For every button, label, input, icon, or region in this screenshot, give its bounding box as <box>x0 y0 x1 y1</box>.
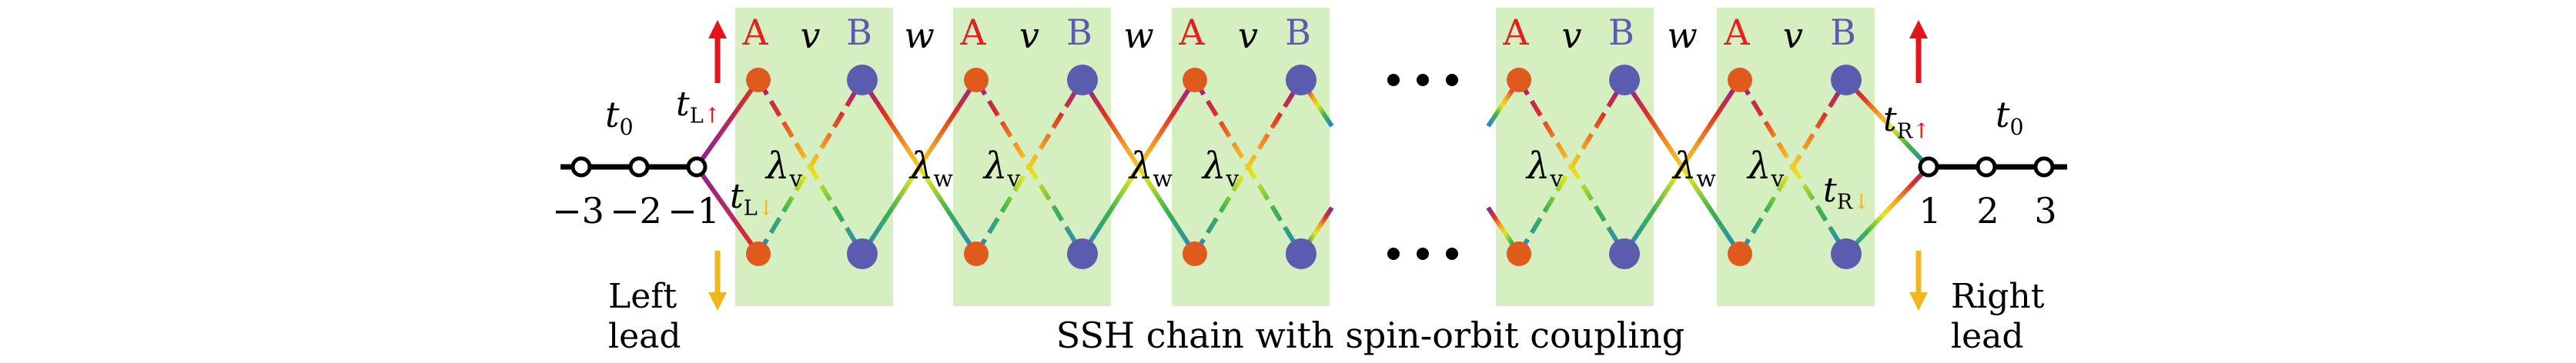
sites <box>570 65 2055 269</box>
left-lead-site <box>686 156 708 178</box>
site-b-up <box>1286 65 1316 95</box>
site-b-up <box>1067 65 1098 95</box>
site-a-down <box>746 241 771 266</box>
label-v: v <box>1562 15 1582 56</box>
svg-text:tL↑: tL↑ <box>676 85 721 128</box>
site-a-down <box>964 241 989 266</box>
right-lead-label-line1: Right <box>1951 277 2045 316</box>
ellipsis-dot-bottom <box>1417 248 1429 260</box>
site-b-down <box>847 238 878 269</box>
lambda-w-bond <box>1622 78 1742 255</box>
site-a-up <box>1728 68 1752 92</box>
right-lead-site <box>1918 156 1939 178</box>
right-lead-site-label: 1 <box>1919 190 1941 231</box>
right-coupling-up <box>1844 78 1931 169</box>
spin-down-arrow <box>708 251 727 311</box>
svg-text:λv: λv <box>1201 145 1239 193</box>
label-site-b: B <box>1285 12 1311 53</box>
left-coupling-up-label: tL↑ <box>676 85 721 128</box>
site-b-up <box>847 65 878 95</box>
spin-up-arrow <box>708 20 727 83</box>
site-b-down <box>1286 238 1316 269</box>
svg-text:t0: t0 <box>1996 94 2024 140</box>
label-v: v <box>1019 15 1039 56</box>
site-a-up <box>1507 68 1531 92</box>
label-lambda-w: λw <box>908 145 953 193</box>
spin-down-arrow <box>1909 251 1928 311</box>
label-lambda-v: λv <box>1201 145 1239 193</box>
label-lambda-w: λw <box>1671 145 1716 193</box>
site-b-down <box>1609 238 1640 269</box>
ellipsis-dot-bottom <box>1387 248 1400 260</box>
label-site-b: B <box>1608 12 1634 53</box>
lambda-w-bond <box>1080 78 1197 255</box>
site-b-up <box>1831 65 1862 95</box>
svg-text:λw: λw <box>1671 145 1716 193</box>
svg-text:tR↑: tR↑ <box>1883 100 1930 144</box>
lambda-v-bond <box>1517 78 1627 255</box>
label-v: v <box>1783 15 1803 56</box>
lambda-w-bond <box>860 78 979 255</box>
site-a-up <box>964 68 989 92</box>
label-v: v <box>801 15 821 56</box>
svg-text:λw: λw <box>1128 145 1173 193</box>
left-lead-t0: t0 <box>605 94 634 140</box>
lambda-v-bond <box>974 78 1085 255</box>
site-a-down <box>1728 241 1752 266</box>
left-lead-site <box>570 156 592 178</box>
label-site-a: A <box>1502 12 1529 53</box>
right-coupling-up-label: tR↑ <box>1883 100 1930 144</box>
ellipsis-dot-top <box>1387 74 1400 86</box>
label-v: v <box>1238 15 1258 56</box>
lambda-v-bond <box>1193 78 1303 255</box>
lambda-v-bond <box>1738 78 1848 255</box>
site-b-down <box>1831 238 1862 269</box>
label-w: w <box>904 15 934 56</box>
label-site-a: A <box>959 12 986 53</box>
right-lead-site <box>2033 156 2055 178</box>
label-w: w <box>1123 15 1153 56</box>
right-lead-site <box>1975 156 1997 178</box>
site-a-up <box>1183 68 1207 92</box>
caption: SSH chain with spin-orbit coupling <box>1056 315 1684 356</box>
left-coupling-up <box>694 78 761 168</box>
right-lead-t0: t0 <box>1996 94 2024 140</box>
label-lambda-w: λw <box>1128 145 1173 193</box>
left-lead-label-line2: lead <box>608 317 681 356</box>
left-lead-site <box>628 156 650 178</box>
spin-up-arrow <box>1909 20 1928 83</box>
left-lead-label-line1: Left <box>608 277 677 316</box>
svg-text:t0: t0 <box>605 94 634 140</box>
left-lead-site-label: −2 <box>610 190 662 231</box>
right-lead-site-label: 2 <box>1976 190 1999 231</box>
site-a-up <box>746 68 771 92</box>
left-lead-site-label: −1 <box>667 190 720 231</box>
right-lead-site-label: 3 <box>2034 190 2056 231</box>
site-b-down <box>1067 238 1098 269</box>
svg-text:λw: λw <box>908 145 953 193</box>
label-site-b: B <box>1830 12 1856 53</box>
ellipsis-dot-top <box>1417 74 1429 86</box>
label-site-a: A <box>741 12 768 53</box>
label-site-a: A <box>1178 12 1205 53</box>
left-coupling-down <box>694 165 761 255</box>
right-lead-label-line2: lead <box>1951 317 2024 356</box>
right-coupling-down <box>1844 165 1931 256</box>
site-a-down <box>1183 241 1207 266</box>
label-site-b: B <box>846 12 872 53</box>
label-site-b: B <box>1066 12 1092 53</box>
label-site-a: A <box>1723 12 1750 53</box>
lambda-v-bond <box>756 78 865 255</box>
ellipsis-dot-top <box>1446 74 1458 86</box>
ellipsis-dot-bottom <box>1446 248 1458 260</box>
label-w: w <box>1667 15 1697 56</box>
left-lead-site-label: −3 <box>552 190 604 231</box>
site-a-down <box>1507 241 1531 266</box>
site-b-up <box>1609 65 1640 95</box>
